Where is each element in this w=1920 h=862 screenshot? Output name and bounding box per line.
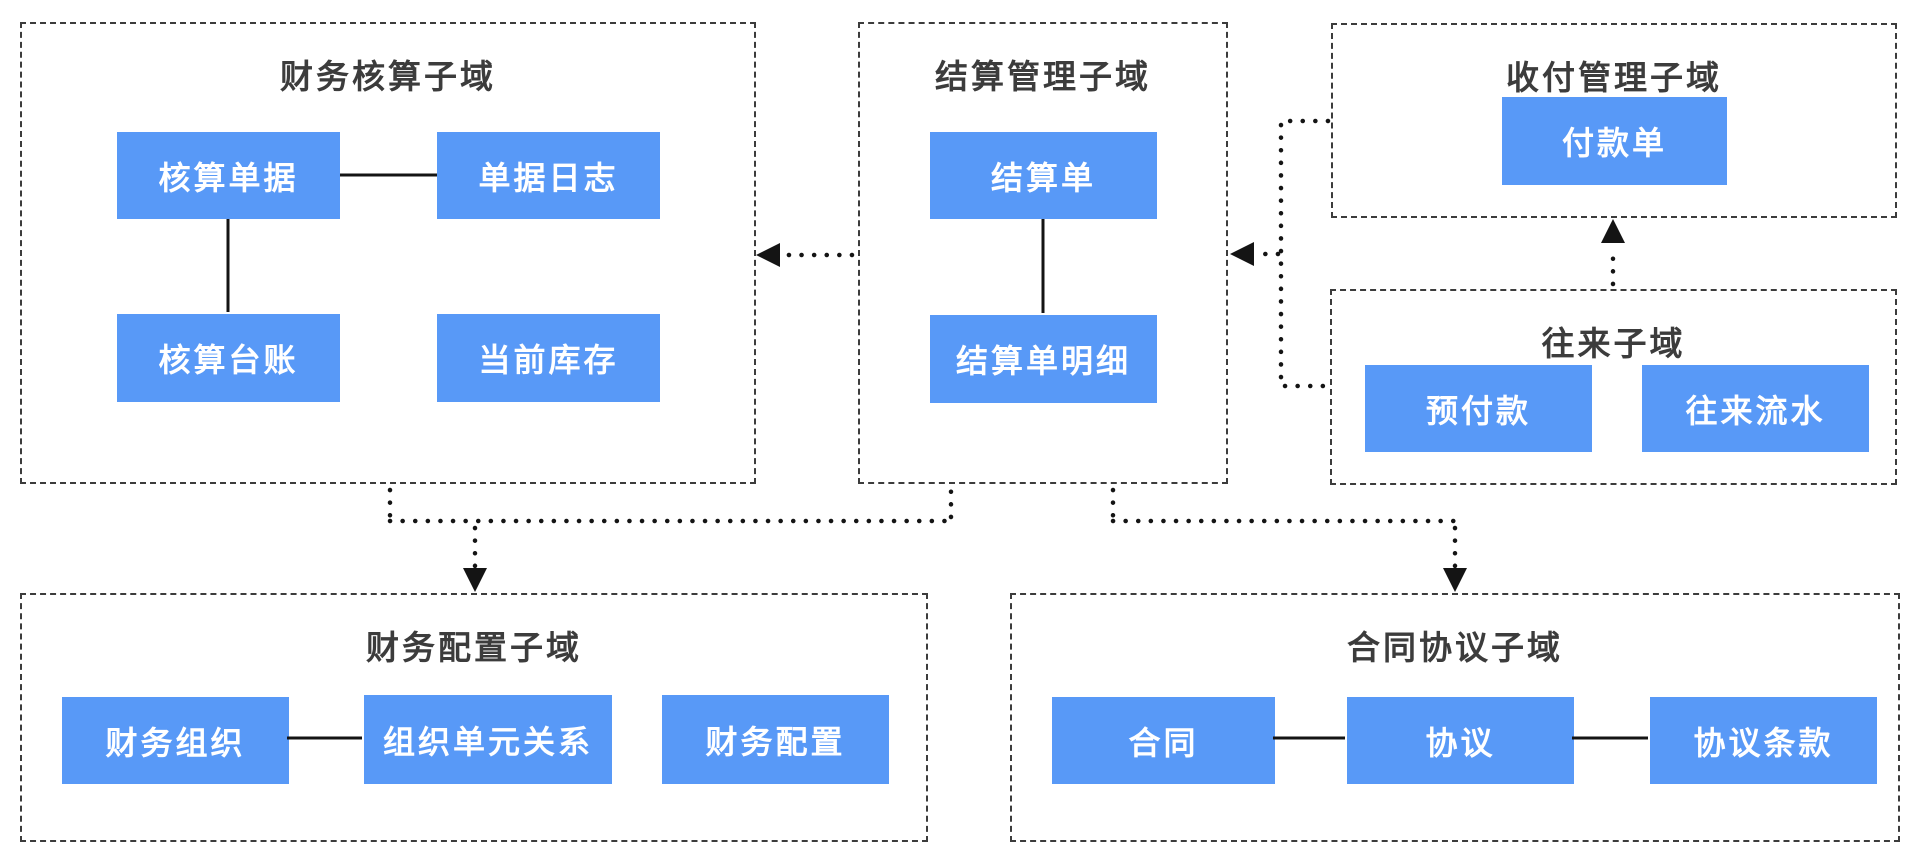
entity-label: 财务组织 xyxy=(105,724,246,761)
domain-title-contract-agreement: 合同协议子域 xyxy=(1347,629,1563,666)
arrowhead-dealings-to-paymgmt xyxy=(1601,219,1625,243)
domain-finance-configuration: 财务配置子域 财务组织 组织单元关系 财务配置 xyxy=(20,593,928,842)
entity-org-unit-relation: 组织单元关系 xyxy=(364,695,612,784)
entity-agreement-terms: 协议条款 xyxy=(1650,697,1877,784)
domain-title-payment-receipt-management: 收付管理子域 xyxy=(1506,59,1722,96)
entity-label: 单据日志 xyxy=(478,159,619,196)
entity-label: 往来流水 xyxy=(1685,392,1826,429)
domain-title-finance-accounting: 财务核算子域 xyxy=(280,58,496,95)
entity-voucher-log: 单据日志 xyxy=(437,132,660,219)
entity-prepayment: 预付款 xyxy=(1365,365,1592,452)
entity-label: 财务配置 xyxy=(705,723,846,760)
entity-finance-organization: 财务组织 xyxy=(62,697,289,784)
entity-label: 预付款 xyxy=(1425,392,1531,429)
entity-accounting-ledger: 核算台账 xyxy=(117,314,340,402)
domain-title-settlement-management: 结算管理子域 xyxy=(935,58,1151,95)
entity-label: 协议 xyxy=(1425,724,1496,761)
entity-label: 结算单 xyxy=(990,159,1096,196)
arrowhead-into-config xyxy=(463,568,487,592)
domain-finance-accounting: 财务核算子域 核算单据 单据日志 核算台账 当前库存 xyxy=(20,22,756,484)
entity-dealings-flow: 往来流水 xyxy=(1642,365,1869,452)
entity-payment-order: 付款单 xyxy=(1502,97,1727,185)
domain-settlement-management: 结算管理子域 结算单 结算单明细 xyxy=(858,22,1228,484)
arrowhead-into-settlement xyxy=(1230,242,1254,266)
domain-dealings: 往来子域 预付款 往来流水 xyxy=(1330,289,1897,485)
entity-label: 结算单明细 xyxy=(955,343,1131,379)
entity-label: 核算单据 xyxy=(158,159,299,196)
entity-current-inventory: 当前库存 xyxy=(437,314,660,402)
domain-payment-receipt-management: 收付管理子域 付款单 xyxy=(1331,23,1897,218)
entity-label: 核算台账 xyxy=(158,342,299,378)
arrowhead-settlement-to-accounting xyxy=(756,243,780,267)
entity-finance-configuration: 财务配置 xyxy=(662,695,889,784)
arrowhead-into-contract xyxy=(1443,568,1467,592)
entity-label: 组织单元关系 xyxy=(382,723,593,760)
entity-agreement: 协议 xyxy=(1347,697,1574,784)
entity-label: 当前库存 xyxy=(478,342,619,378)
entity-label: 合同 xyxy=(1128,724,1199,761)
entity-settlement-order: 结算单 xyxy=(930,132,1157,219)
entity-label: 付款单 xyxy=(1561,125,1667,161)
domain-contract-agreement: 合同协议子域 合同 协议 协议条款 xyxy=(1010,593,1900,842)
entity-label: 协议条款 xyxy=(1693,724,1834,761)
domain-title-finance-configuration: 财务配置子域 xyxy=(366,629,582,666)
entity-accounting-voucher: 核算单据 xyxy=(117,132,340,219)
entity-settlement-order-detail: 结算单明细 xyxy=(930,315,1157,403)
entity-contract: 合同 xyxy=(1052,697,1275,784)
domain-title-dealings: 往来子域 xyxy=(1541,325,1686,362)
